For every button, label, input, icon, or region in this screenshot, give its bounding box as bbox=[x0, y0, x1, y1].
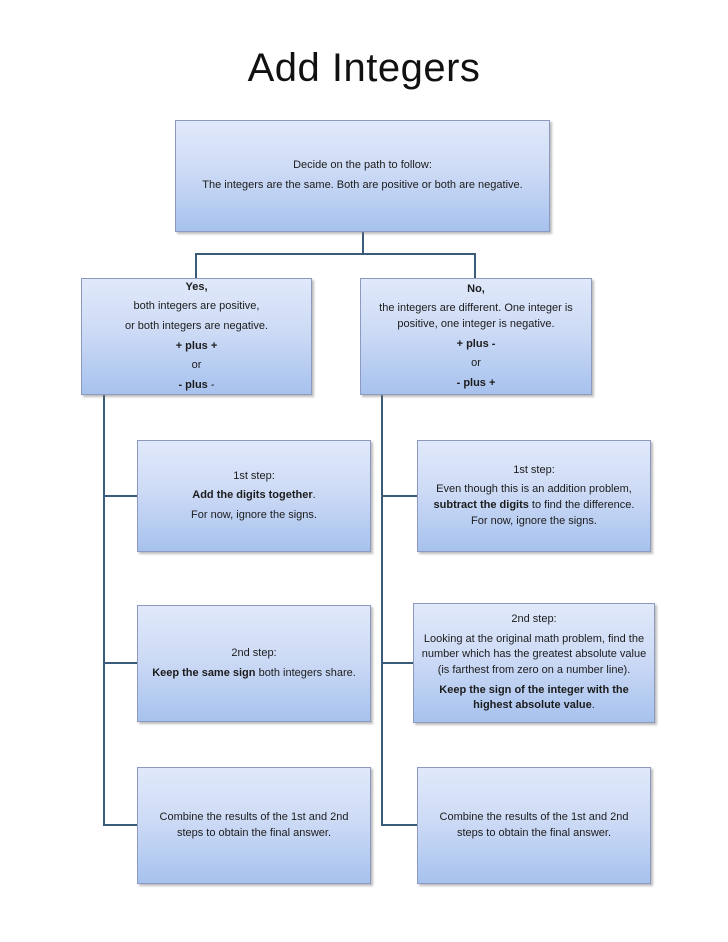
connector-left-trunk bbox=[103, 394, 105, 826]
right-step2-instruction: Keep the sign of the integer with the hi… bbox=[419, 683, 649, 714]
right-step2-box: 2nd step: Looking at the original math p… bbox=[413, 603, 655, 723]
decide-line-2: The integers are the same. Both are posi… bbox=[202, 179, 523, 191]
connector-right-stub-step2 bbox=[381, 662, 413, 664]
decide-box: Decide on the path to follow: The intege… bbox=[175, 120, 550, 232]
yes-operation-1: + plus + bbox=[175, 339, 218, 352]
left-step1-box: 1st step: Add the digits together. For n… bbox=[137, 440, 371, 552]
right-step1-after-bold: to find the difference. For now, ignore … bbox=[471, 499, 635, 527]
left-step2-box: 2nd step: Keep the same sign both intege… bbox=[137, 605, 371, 722]
right-step2-heading: 2nd step: bbox=[511, 613, 557, 626]
connector-yes-drop bbox=[195, 253, 197, 278]
yes-box: Yes, both integers are positive, or both… bbox=[81, 278, 312, 395]
connector-right-stub-step1 bbox=[381, 495, 417, 497]
right-step1-pre-bold: Even though this is an addition problem, bbox=[436, 483, 632, 496]
no-operation-2: - plus + bbox=[456, 376, 496, 389]
connector-right-trunk bbox=[381, 395, 383, 826]
right-step1-instruction: Even though this is an addition problem,… bbox=[426, 482, 642, 529]
left-step1-instruction: Add the digits together. bbox=[146, 488, 362, 504]
connector-left-stub-final bbox=[103, 824, 137, 826]
no-body: the integers are different. One integer … bbox=[379, 302, 573, 330]
right-step2-body: Looking at the original math problem, fi… bbox=[421, 632, 647, 676]
left-final-box: Combine the results of the 1st and 2nd s… bbox=[137, 767, 371, 884]
page-title: Add Integers bbox=[247, 46, 481, 90]
connector-left-stub-step2 bbox=[103, 662, 137, 664]
left-step2-instruction: Keep the same sign both integers share. bbox=[146, 666, 362, 682]
right-step1-bold: subtract the digits bbox=[433, 499, 529, 511]
left-step1-bold: Add the digits together bbox=[192, 489, 313, 502]
left-step1-note: For now, ignore the signs. bbox=[191, 508, 317, 521]
yes-heading: Yes, bbox=[185, 280, 208, 293]
right-step1-box: 1st step: Even though this is an additio… bbox=[417, 440, 651, 552]
connector-decide-stem bbox=[362, 232, 364, 254]
connector-right-stub-final bbox=[381, 824, 417, 826]
right-step1-heading: 1st step: bbox=[513, 463, 555, 476]
connector-no-drop bbox=[474, 253, 476, 278]
yes-operation-2-rest: - bbox=[207, 378, 215, 391]
left-step2-after-bold: both integers share. bbox=[255, 666, 356, 679]
connector-left-stub-step1 bbox=[103, 495, 137, 497]
no-heading: No, bbox=[467, 282, 485, 295]
no-or: or bbox=[471, 357, 481, 370]
yes-line-2: or both integers are negative. bbox=[124, 319, 269, 332]
left-step2-heading: 2nd step: bbox=[231, 646, 277, 659]
left-step2-bold: Keep the same sign bbox=[152, 666, 256, 679]
left-step1-after-bold: . bbox=[312, 489, 316, 502]
right-step2-after-bold: . bbox=[591, 699, 595, 712]
left-step1-heading: 1st step: bbox=[233, 469, 275, 482]
connector-branch-bar bbox=[195, 253, 476, 255]
left-final-body: Combine the results of the 1st and 2nd s… bbox=[159, 810, 349, 839]
decide-line-1: Decide on the path to follow: bbox=[293, 159, 432, 172]
yes-operation-2-bold: - plus bbox=[178, 378, 208, 391]
right-final-body: Combine the results of the 1st and 2nd s… bbox=[439, 810, 629, 839]
yes-line-1: both integers are positive, bbox=[133, 300, 260, 313]
right-step2-bold: Keep the sign of the integer with the hi… bbox=[439, 683, 629, 712]
no-operation-1: + plus - bbox=[456, 337, 496, 350]
yes-or: or bbox=[191, 359, 202, 372]
yes-operation-2: - plus - bbox=[90, 378, 303, 394]
right-final-box: Combine the results of the 1st and 2nd s… bbox=[417, 767, 651, 884]
no-box: No, the integers are different. One inte… bbox=[360, 278, 592, 395]
